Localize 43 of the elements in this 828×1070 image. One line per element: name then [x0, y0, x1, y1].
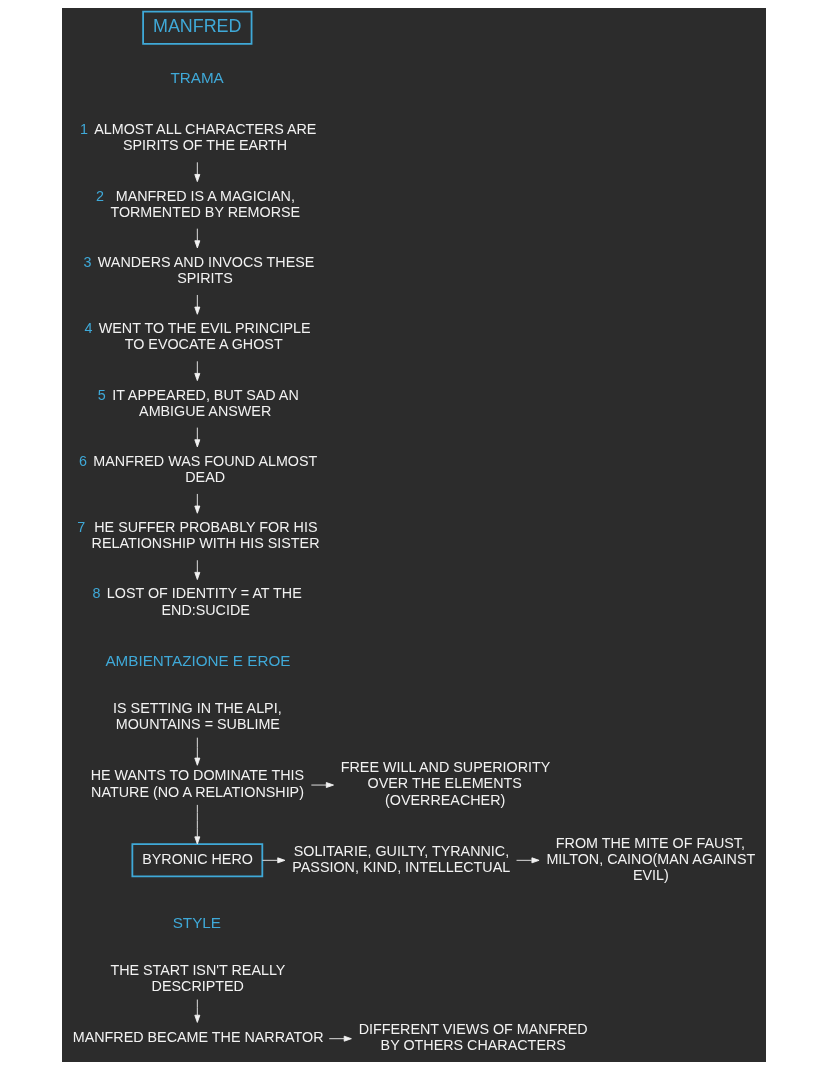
node-text: LOST OF IDENTITY = AT THE END:SUCIDE [106, 585, 302, 618]
arrow [310, 782, 334, 788]
node-text: FREE WILL AND SUPERIORITY OVER THE ELEMENTS (OVERREACHER) [340, 759, 551, 808]
arrow [516, 857, 540, 864]
node-text: MANFRED WAS FOUND ALMOST DEAD [93, 452, 318, 485]
node-label: 6 [79, 452, 87, 469]
node-box: MANFRED [142, 10, 253, 45]
node-text: HE WANTS TO DOMINATE THIS NATURE (NO A RELATIONSHIP) [90, 767, 305, 800]
arrow [194, 559, 201, 580]
node-text: MANFRED IS A MAGICIAN, TORMENTED BY REMORSE [110, 187, 301, 220]
node-label: 4 [84, 320, 93, 337]
node-text: ALMOST ALL CHARACTERS ARE SPIRITS OF THE EARTH [94, 121, 317, 154]
label: STYLE [172, 913, 221, 931]
node-text: MANFRED BECAME THE NARRATOR [72, 1029, 324, 1046]
label: AMBIENTAZIONE E EROE [105, 651, 291, 669]
node-text: WANDERS AND INVOCS THESE SPIRITS [97, 253, 315, 286]
node-text: THE START ISN'T REALLY DESCRIPTED [110, 961, 286, 995]
arrow [328, 1035, 352, 1042]
arrow [194, 804, 201, 845]
arrow [194, 427, 201, 448]
node-text: IT APPEARED, BUT SAD AN AMBIGUE ANSWER [112, 386, 299, 419]
arrow [262, 857, 286, 864]
node-label: 2 [96, 187, 105, 204]
arrow [194, 360, 201, 382]
label: TRAMA [170, 69, 224, 87]
node-text: WENT TO THE EVIL PRINCIPLE TO EVOCATE A GHOST [98, 320, 311, 353]
arrow [194, 737, 201, 766]
arrow [194, 161, 201, 183]
node-label: 5 [97, 386, 106, 403]
node-label: 1 [79, 121, 88, 138]
node-label: 7 [77, 519, 86, 536]
node-label: 8 [92, 585, 101, 602]
arrow [194, 294, 201, 315]
arrow [194, 228, 201, 249]
node-label: 3 [83, 253, 92, 270]
node-text: FROM THE MITE OF FAUST, MILTON, CAINO(MAN AGAINST EVIL) [546, 834, 756, 883]
arrow [194, 999, 201, 1023]
node-text: HE SUFFER PROBABLY FOR HIS RELATIONSHIP WITH HIS SISTER [91, 519, 320, 552]
node-text: SOLITARIE, GUILTY, TYRANNIC, PASSION, KIND, INTELLECTUAL [292, 842, 511, 875]
node-text: DIFFERENT VIEWS OF MANFRED BY OTHERS CHARACTERS [358, 1021, 588, 1054]
node-box: BYRONIC HERO [131, 843, 264, 878]
arrow [194, 493, 201, 514]
node-text: IS SETTING IN THE ALPI, MOUNTAINS = SUBLIME [113, 700, 282, 733]
